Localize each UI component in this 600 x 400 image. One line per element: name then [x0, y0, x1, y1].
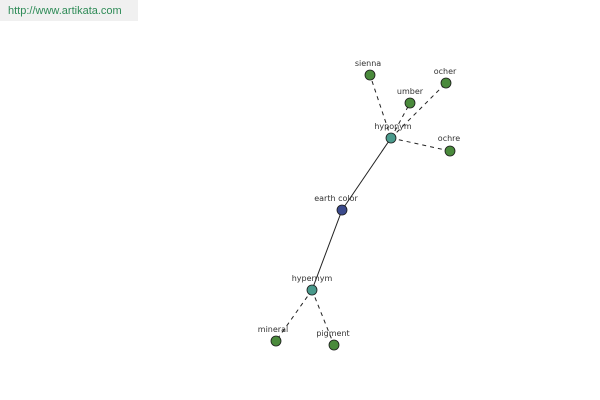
graph-nodes: earth color hyponym hypernym sienna umber och…: [258, 59, 460, 351]
node-umber[interactable]: umber: [397, 87, 424, 109]
node-ocher-dot[interactable]: [440, 77, 452, 89]
node-mineral-dot[interactable]: [270, 335, 282, 347]
site-url-link[interactable]: http://www.artikata.com: [8, 5, 122, 17]
node-hypernym[interactable]: hypernym: [292, 274, 333, 296]
edge-hyponym-ochre: [390, 137, 451, 152]
node-mineral-label: mineral: [258, 325, 288, 334]
node-pigment-dot[interactable]: [328, 339, 340, 351]
node-sienna[interactable]: sienna: [355, 59, 381, 81]
node-pigment-label: pigment: [316, 329, 349, 338]
edge-earth-hyponym: [341, 137, 392, 211]
node-hypernym-label: hypernym: [292, 274, 333, 283]
node-sienna-label: sienna: [355, 59, 381, 68]
url-banner: http://www.artikata.com: [0, 0, 138, 21]
node-ocher-label: ocher: [434, 67, 457, 76]
node-hyponym-label: hyponym: [374, 122, 412, 131]
node-ochre-dot[interactable]: [444, 145, 456, 157]
node-pigment[interactable]: pigment: [316, 329, 350, 351]
node-earth[interactable]: earth color: [314, 194, 358, 216]
node-hyponym-dot[interactable]: [385, 132, 397, 144]
edge-hypernym-pigment: [311, 289, 335, 346]
node-umber-dot[interactable]: [404, 97, 416, 109]
graph-edges: [275, 74, 451, 346]
edge-hypernym-mineral: [275, 289, 313, 342]
node-hyponym[interactable]: hyponym: [374, 122, 412, 144]
edge-hyponym-ocher: [390, 82, 447, 139]
node-ochre-label: ochre: [438, 134, 460, 143]
node-earth-label: earth color: [314, 194, 358, 203]
node-ochre[interactable]: ochre: [438, 134, 460, 157]
node-umber-label: umber: [397, 87, 424, 96]
node-hypernym-dot[interactable]: [306, 284, 318, 296]
node-mineral[interactable]: mineral: [258, 325, 288, 347]
node-earth-dot[interactable]: [336, 204, 348, 216]
edge-earth-hypernym: [311, 209, 343, 291]
node-sienna-dot[interactable]: [364, 69, 376, 81]
edge-hyponym-umber: [390, 102, 411, 139]
edge-hyponym-sienna: [369, 74, 392, 139]
node-ocher[interactable]: ocher: [434, 67, 457, 89]
